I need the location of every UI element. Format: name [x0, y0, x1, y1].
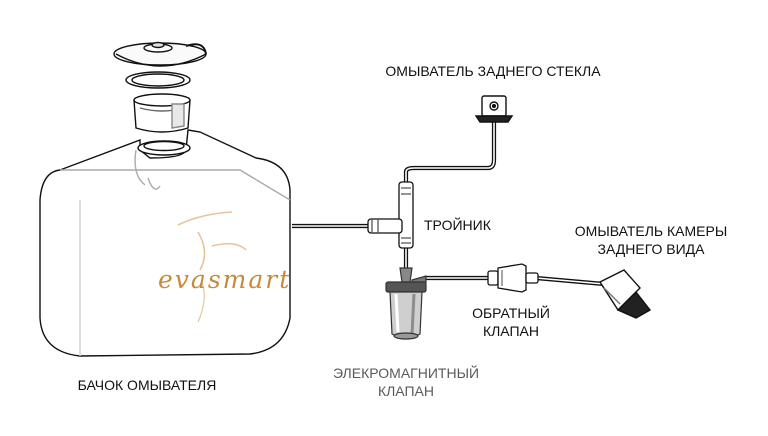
- washer-tank: [39, 41, 291, 357]
- tank-cap-insert: [133, 93, 191, 133]
- labels: ОМЫВАТЕЛЬ ЗАДНЕГО СТЕКЛА ТРОЙНИК ОМЫВАТЕ…: [78, 63, 728, 399]
- label-check-valve-line1: ОБРАТНЫЙ: [472, 304, 550, 321]
- label-solenoid-valve-line1: ЭЛЕКРОМАГНИТНЫЙ: [333, 364, 479, 381]
- hose-tee-to-rear-glass: [403, 120, 497, 182]
- tank-logo-text: evasmart: [158, 265, 291, 294]
- hoses: [292, 120, 605, 287]
- tank-logo: evasmart: [158, 211, 291, 323]
- rear-camera-washer-nozzle: [598, 269, 652, 319]
- label-tee: ТРОЙНИК: [424, 216, 492, 233]
- label-rear-camera-washer-line2: ЗАДНЕГО ВИДА: [598, 241, 706, 257]
- label-check-valve-line2: КЛАПАН: [483, 323, 539, 339]
- label-rear-camera-washer-line1: ОМЫВАТЕЛЬ КАМЕРЫ: [575, 223, 727, 239]
- tank-body: [39, 129, 291, 357]
- tank-lid: [113, 41, 207, 89]
- tee-fitting: [367, 181, 414, 249]
- rear-glass-washer-nozzle: [474, 95, 514, 123]
- label-solenoid-valve-line2: КЛАПАН: [378, 383, 434, 399]
- check-valve: [487, 263, 539, 293]
- solenoid-valve: [385, 267, 427, 340]
- label-washer-tank: БАЧОК ОМЫВАТЕЛЯ: [78, 377, 217, 393]
- label-rear-glass-washer: ОМЫВАТЕЛЬ ЗАДНЕГО СТЕКЛА: [385, 63, 601, 79]
